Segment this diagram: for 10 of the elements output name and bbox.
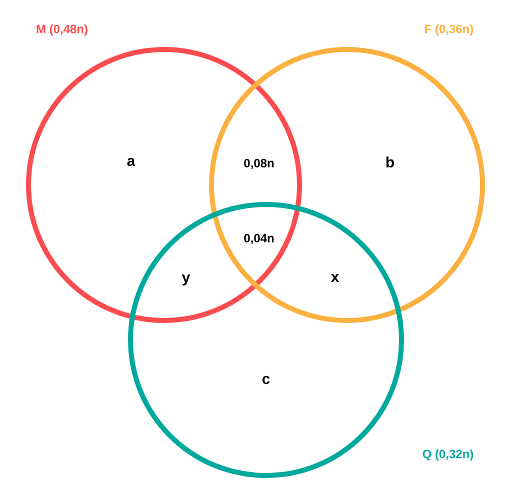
set-label: M (0,48n) <box>36 24 88 36</box>
region-label: y <box>182 274 190 286</box>
set-label: F (0,36n) <box>425 24 474 36</box>
region-label: 0,08n <box>244 158 274 170</box>
region-label: b <box>386 156 394 168</box>
set-label: Q (0,32n) <box>422 449 474 461</box>
region-label: a <box>127 158 136 166</box>
region-label: 0,04n <box>244 234 274 244</box>
region-label: c <box>262 376 270 384</box>
region-label: x <box>330 274 340 282</box>
